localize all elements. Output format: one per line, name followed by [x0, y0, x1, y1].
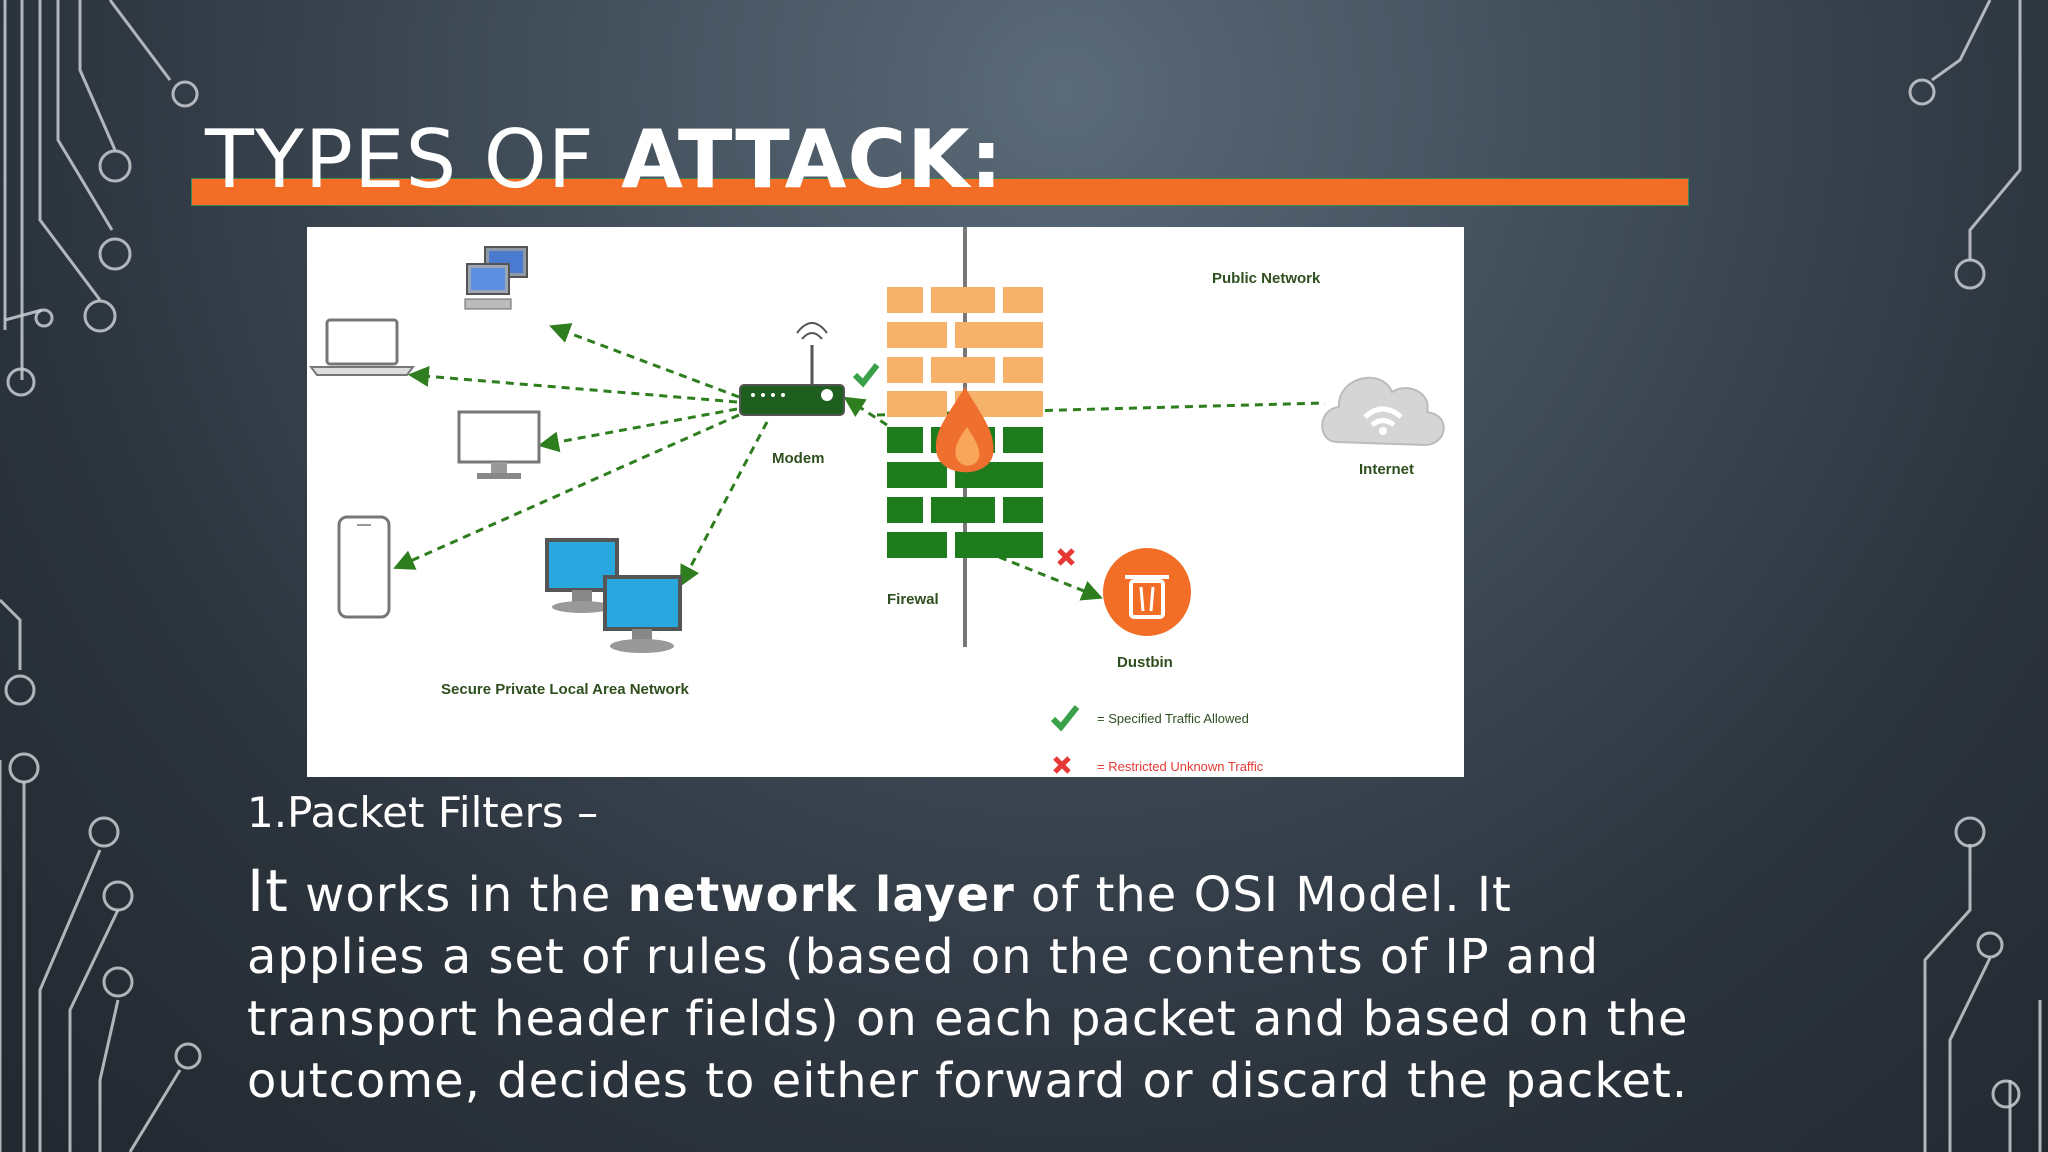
modem-icon — [739, 322, 845, 416]
title-part2: ATTACK: — [621, 113, 1004, 206]
modem-label: Modem — [772, 450, 825, 467]
body-paragraph: It works in the network layer of the OSI… — [247, 860, 1697, 1112]
body-text-2: of the OSI Model. It applies a set of ru… — [247, 867, 1689, 1109]
section-subheading: 1.Packet Filters – — [247, 788, 599, 837]
lan-arrows — [393, 323, 1326, 601]
legend-restricted-label: = Restricted Unknown Traffic — [1097, 759, 1264, 774]
workstations-icon — [545, 538, 682, 653]
dustbin-icon — [1103, 548, 1191, 636]
body-bold: network layer — [627, 867, 1015, 923]
body-lead: It — [247, 857, 289, 925]
body-text-1: works in the — [288, 867, 628, 923]
reject-icon — [1057, 548, 1075, 566]
mobile-icon — [337, 515, 391, 619]
firewall-label: Firewal — [887, 591, 939, 608]
legend-reject-icon — [1053, 756, 1071, 774]
firewall-icon — [887, 287, 1043, 558]
desktop-icon — [464, 246, 528, 310]
legend-check-icon — [1050, 705, 1080, 732]
laptop-icon — [309, 318, 415, 376]
title-accent-bar — [191, 178, 1689, 206]
firewall-diagram: Public Network Modem Internet Firewal Du… — [307, 227, 1464, 777]
lan-label: Secure Private Local Area Network — [441, 681, 690, 698]
title-part1: TYPES OF — [205, 113, 622, 206]
public-network-label: Public Network — [1212, 270, 1321, 287]
slide-title: TYPES OF ATTACK: — [205, 110, 1003, 210]
legend-allowed-label: = Specified Traffic Allowed — [1097, 711, 1249, 726]
dustbin-label: Dustbin — [1117, 654, 1173, 671]
monitor-icon — [457, 410, 541, 479]
cloud-icon — [1321, 376, 1445, 447]
internet-label: Internet — [1359, 461, 1414, 478]
check-icon — [852, 363, 880, 388]
